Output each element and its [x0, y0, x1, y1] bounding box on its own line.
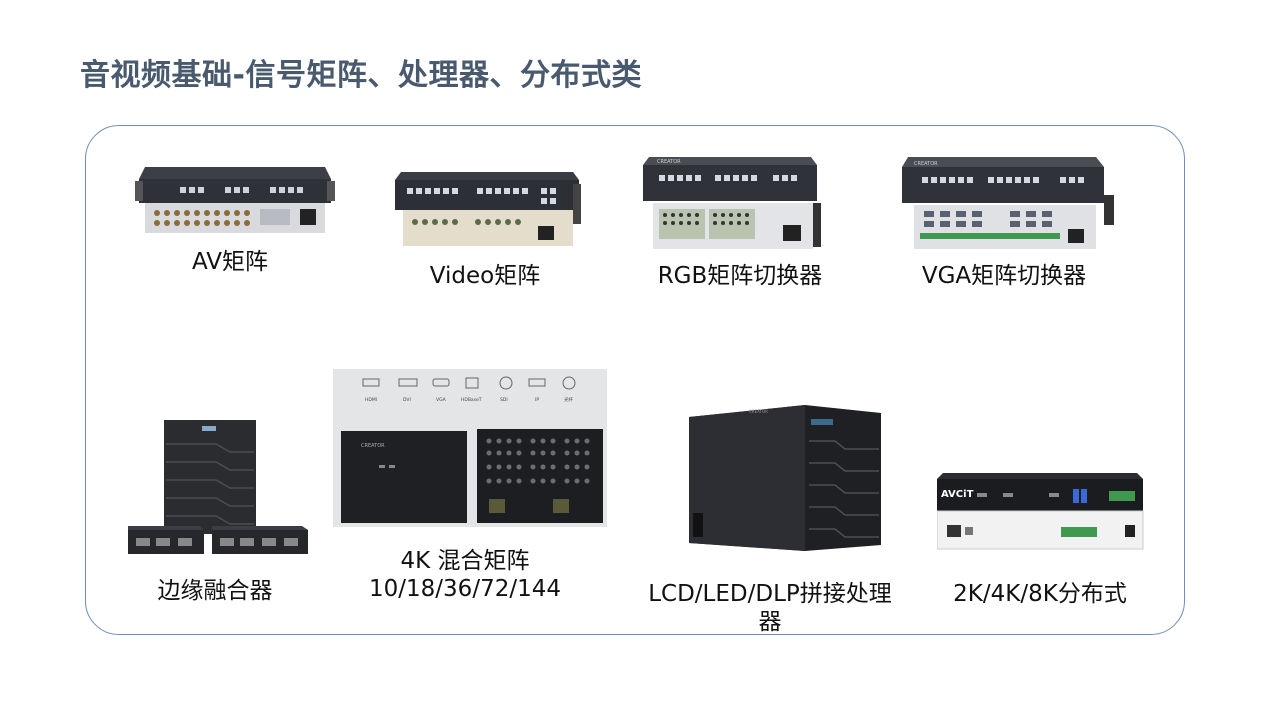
svg-text:HDMI: HDMI [365, 397, 377, 403]
hybrid-matrix-label-line1: 4K 混合矩阵 [400, 548, 530, 574]
hybrid-matrix-label-line2: 10/18/36/72/144 [369, 576, 561, 602]
video-matrix-label: Video矩阵 [429, 263, 541, 289]
edge-blending-device-icon [128, 420, 308, 554]
interface-icons [362, 376, 576, 390]
rgb-matrix-label: RGB矩阵切换器 [657, 263, 823, 289]
distributed-label: 2K/4K/8K分布式 [953, 581, 1127, 607]
splicing-processor-device-icon: CREATOR [689, 405, 881, 551]
svg-text:CREATOR: CREATOR [749, 409, 768, 414]
av-matrix-device-icon [135, 167, 335, 233]
svg-text:DVI: DVI [403, 397, 411, 403]
splicing-processor-label-line1: LCD/LED/DLP拼接处理 [648, 581, 892, 607]
vga-matrix-switcher-device-icon: CREATOR [902, 157, 1114, 249]
video-matrix-device-icon [395, 172, 581, 246]
vga-matrix-label: VGA矩阵切换器 [921, 263, 1087, 289]
page-title: 音视频基础-信号矩阵、处理器、分布式类 [80, 58, 642, 93]
av-matrix-label: AV矩阵 [192, 249, 268, 275]
svg-text:CREATOR: CREATOR [914, 161, 938, 167]
svg-text:HDBaseT: HDBaseT [461, 397, 482, 403]
svg-text:光纤: 光纤 [564, 396, 573, 403]
distributed-device-icon: AVCiT [937, 473, 1144, 550]
svg-text:CREATOR: CREATOR [361, 443, 385, 449]
svg-text:CREATOR: CREATOR [657, 159, 681, 165]
svg-text:AVCiT: AVCiT [941, 489, 974, 500]
products-panel [85, 125, 1185, 635]
svg-text:SDI: SDI [500, 397, 508, 403]
svg-text:VGA: VGA [436, 397, 447, 403]
edge-blending-label: 边缘融合器 [157, 578, 273, 604]
rgb-matrix-switcher-device-icon: CREATOR [643, 157, 821, 249]
hybrid-matrix-device-icon: HDMI DVI VGA HDBaseT SDI IP 光纤 CREATOR [333, 369, 607, 527]
splicing-processor-label-line2: 器 [758, 609, 782, 635]
svg-text:IP: IP [535, 397, 539, 403]
